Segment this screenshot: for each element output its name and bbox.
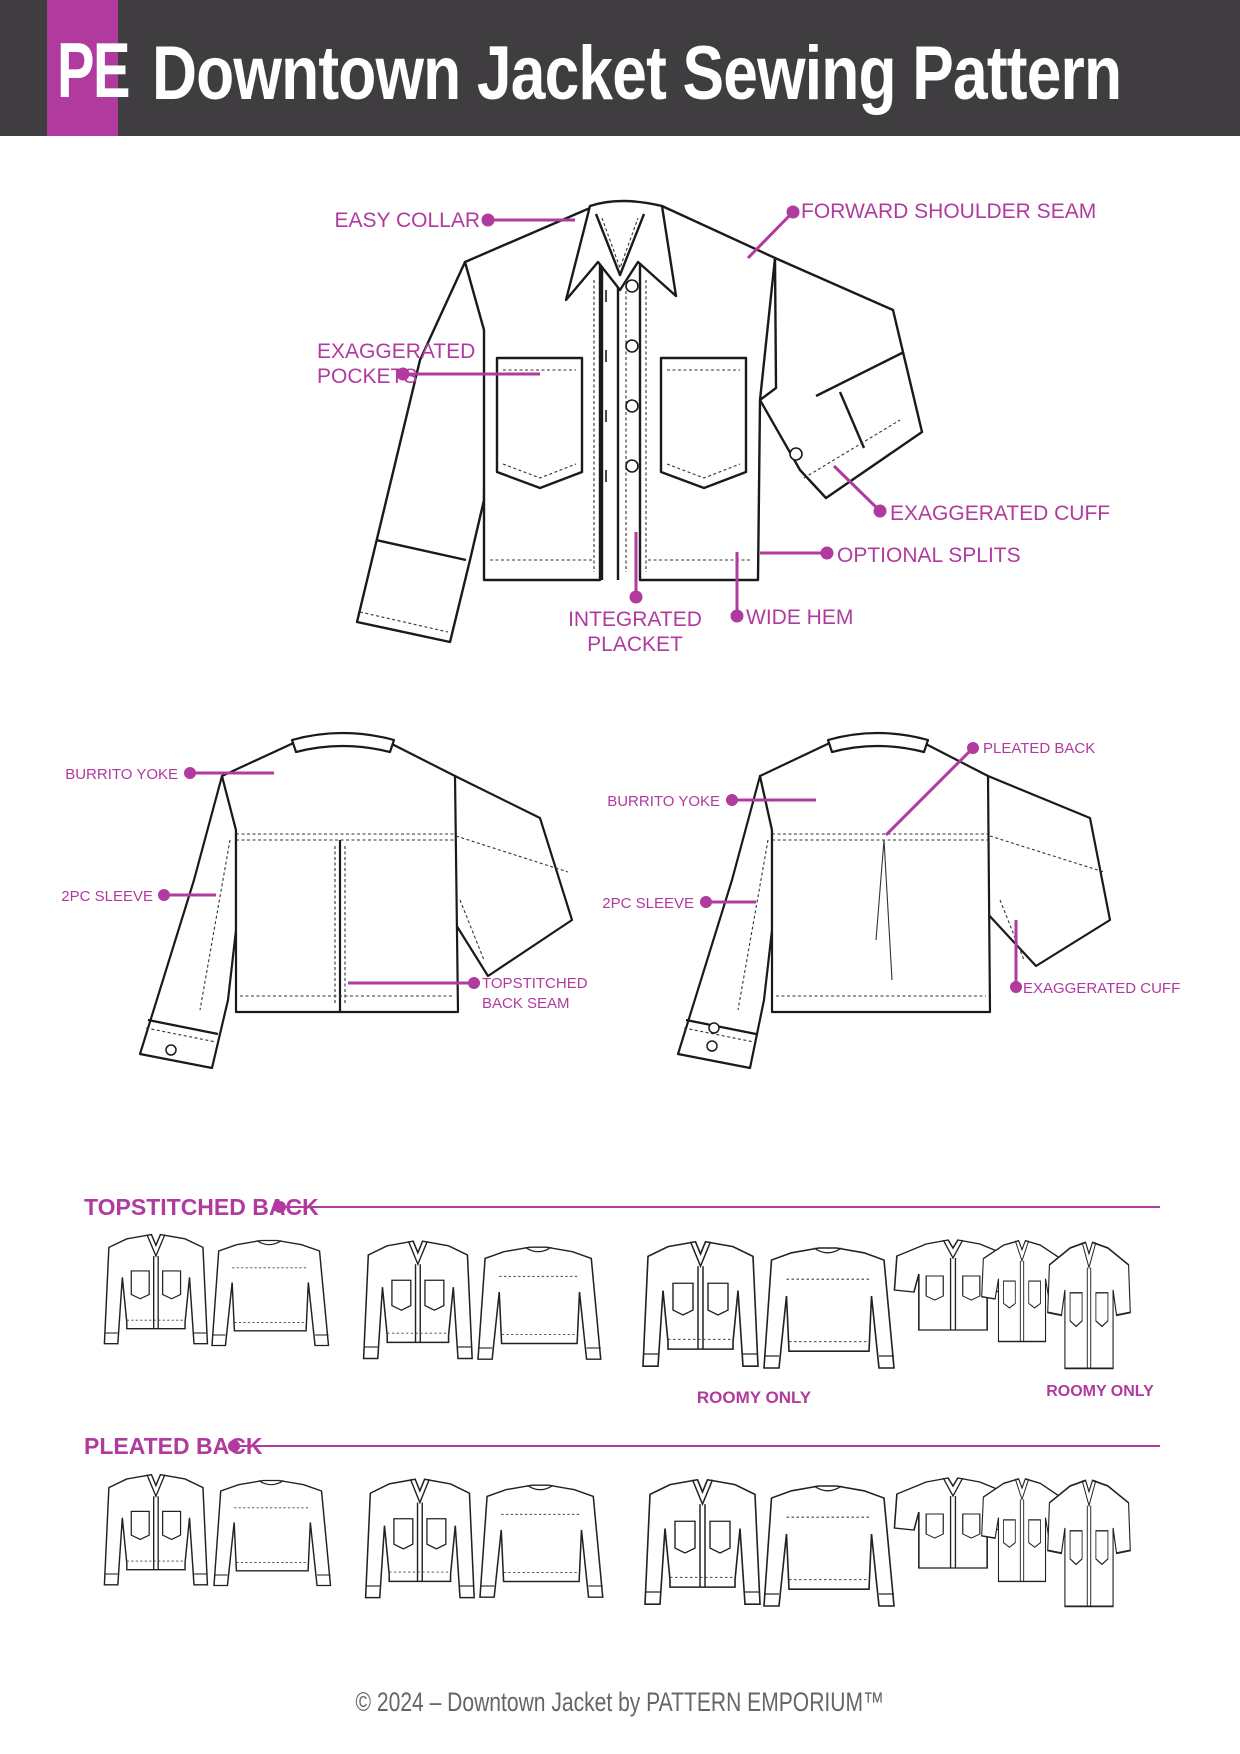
front-view — [355, 199, 924, 644]
label-topstitched-back-seam-2: BACK SEAM — [482, 995, 570, 1012]
label-optional-splits: OPTIONAL SPLITS — [837, 544, 1021, 567]
back-right-stitching — [683, 833, 1105, 1043]
front-collar — [564, 199, 678, 302]
back-right-view — [676, 731, 1112, 1070]
front-pocket-right — [659, 356, 748, 490]
variants-pleated-row — [103, 1473, 1132, 1608]
back-left-view — [138, 731, 574, 1070]
variants-topstitched-row — [103, 1233, 1132, 1370]
back-right-body — [758, 738, 992, 1014]
label-integrated-placket-1: INTEGRATED — [568, 608, 702, 631]
front-left-sleeve — [355, 260, 488, 644]
back-right-sleeve-a — [676, 774, 774, 1070]
label-2pc-sleeve-left: 2PC SLEEVE — [61, 888, 153, 905]
back-left-sleeve-b — [446, 774, 574, 978]
back-left-button — [165, 1044, 177, 1056]
back-right-buttons — [706, 1022, 720, 1052]
page-title: Downtown Jacket Sewing Pattern — [152, 31, 1122, 116]
label-exaggerated-cuff: EXAGGERATED CUFF — [890, 502, 1110, 525]
label-easy-collar: EASY COLLAR — [334, 209, 480, 232]
label-wide-hem: WIDE HEM — [746, 606, 853, 629]
callout-leaders — [158, 205, 1160, 1452]
label-exaggerated-cuff-right: EXAGGERATED CUFF — [1023, 980, 1180, 997]
back-right-pleat — [875, 839, 893, 981]
label-topstitched-back-seam-1: TOPSTITCHED — [482, 975, 588, 992]
footer-copyright: © 2024 – Downtown Jacket by PATTERN EMPO… — [355, 1687, 885, 1717]
heading-pleated-back: PLEATED BACK — [84, 1433, 263, 1459]
back-right-sleeve-b — [984, 774, 1112, 968]
front-buttons — [625, 279, 803, 473]
label-roomy-only-2: ROOMY ONLY — [1046, 1383, 1154, 1400]
back-left-stitching — [145, 833, 569, 1043]
label-2pc-sleeve-right: 2PC SLEEVE — [602, 895, 694, 912]
label-exaggerated-pockets-1: EXAGGERATED — [317, 340, 475, 363]
label-forward-shoulder-seam: FORWARD SHOULDER SEAM — [801, 200, 1096, 223]
label-burrito-yoke-left: BURRITO YOKE — [65, 766, 178, 783]
label-pleated-back: PLEATED BACK — [983, 740, 1095, 757]
heading-topstitched-back: TOPSTITCHED BACK — [84, 1194, 319, 1220]
header-bar: PE Downtown Jacket Sewing Pattern — [0, 0, 1240, 136]
label-integrated-placket-2: PLACKET — [587, 633, 683, 656]
label-exaggerated-pockets-2: POCKETS — [317, 365, 417, 388]
back-left-sleeve-a — [138, 774, 238, 1070]
front-stitching — [359, 217, 901, 633]
front-right-sleeve — [758, 256, 924, 500]
label-roomy-only-1: ROOMY ONLY — [697, 1388, 812, 1407]
label-burrito-yoke-right: BURRITO YOKE — [607, 793, 720, 810]
front-pocket-left — [495, 356, 584, 490]
